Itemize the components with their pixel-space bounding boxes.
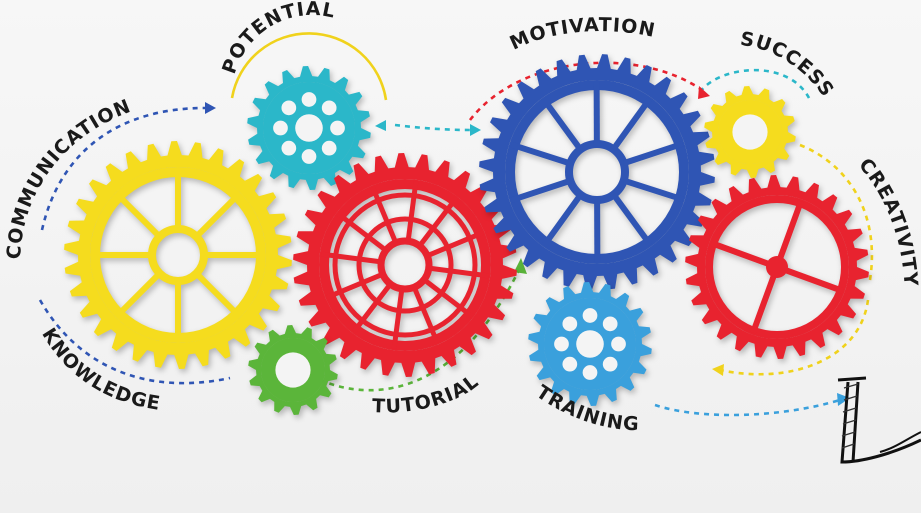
arrowhead-icon [514, 258, 527, 274]
arrowhead-icon [837, 393, 850, 406]
tutorial-arrow [319, 267, 522, 392]
blue-spoke-gear-icon [479, 54, 715, 290]
green-small-gear-icon [248, 325, 338, 415]
creativity-arc [799, 143, 874, 281]
gears-group [64, 54, 869, 415]
red-web-gear-icon [293, 153, 517, 377]
communication-arrow [40, 106, 206, 231]
arrowhead-icon [698, 86, 710, 99]
potential-arc [230, 32, 388, 101]
yellow-spoke-gear-icon [64, 141, 292, 369]
pencil-drawn-L [837, 376, 921, 464]
red-four-spoke-gear-icon [685, 175, 869, 359]
arrowhead-icon [470, 124, 481, 136]
label-creativity: CREATIVITY [854, 154, 921, 288]
arrowhead-icon [712, 364, 724, 376]
dashed-connectors [38, 32, 874, 417]
creativity-return-arrow [719, 299, 870, 376]
arrowhead-icon [375, 120, 386, 131]
yellow-small-gear-icon [704, 86, 796, 178]
training-arrow [654, 398, 841, 417]
motivation-arrow [468, 61, 706, 121]
teal-hole-gear-icon [247, 66, 371, 190]
arrowhead-icon [205, 102, 216, 114]
success-arc [698, 68, 812, 101]
label-success: SUCCESS [739, 28, 838, 101]
lightblue-hole-gear-icon [528, 282, 652, 406]
label-motivation: MOTIVATION [506, 14, 657, 55]
label-tutorial: TUTORIAL [372, 370, 483, 418]
arrow-heads [205, 86, 850, 406]
knowledge-arc [38, 299, 231, 385]
potential-motivation-arrow [394, 123, 471, 132]
